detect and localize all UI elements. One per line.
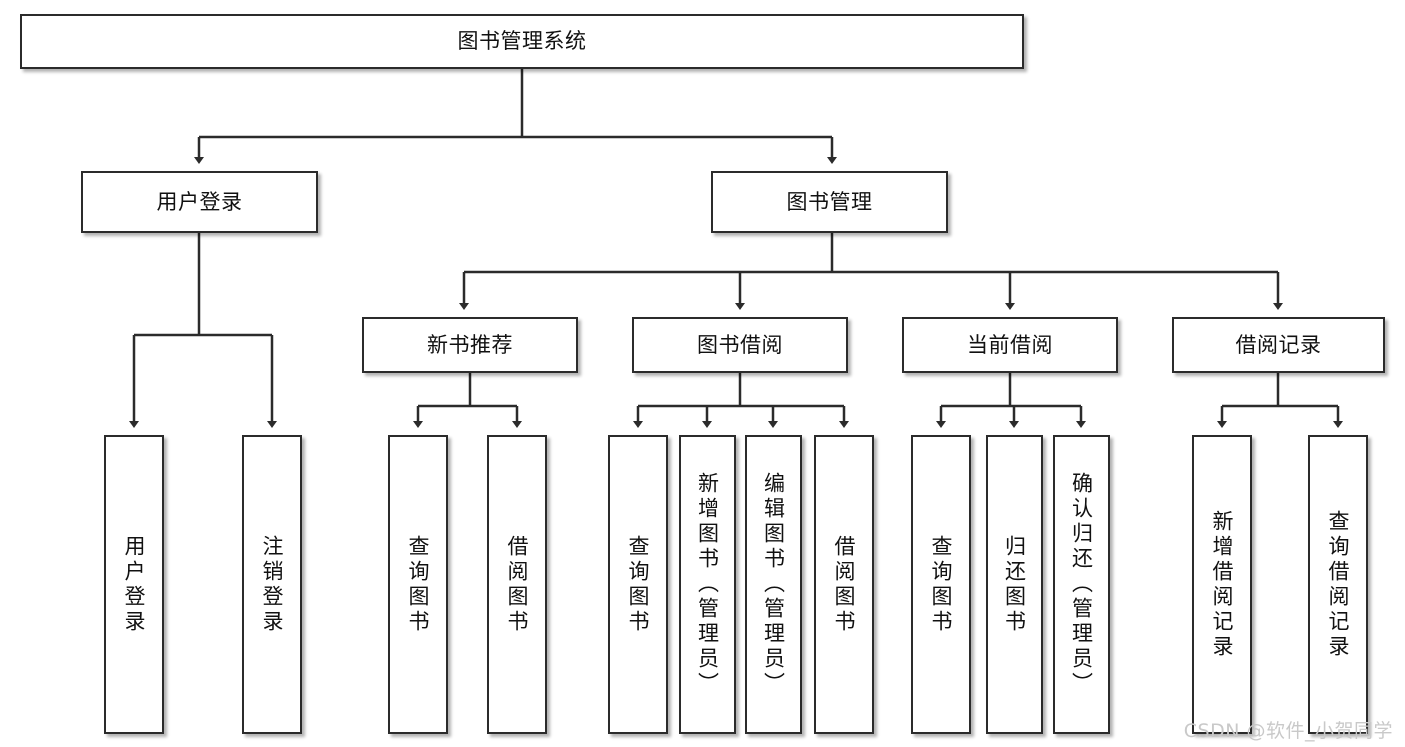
node-root[interactable]: 图书管理系统 (20, 14, 1024, 69)
node-leaf-query-borrow-record[interactable]: 查询借阅记录 (1308, 435, 1368, 734)
node-borrow-record[interactable]: 借阅记录 (1172, 317, 1385, 373)
node-leaf-borrow-book-recommend[interactable]: 借阅图书 (487, 435, 547, 734)
node-book-borrow-label: 图书借阅 (697, 332, 783, 357)
node-leaf-edit-book-label: 编辑图书（管理员） (761, 472, 786, 697)
node-new-book-recommend[interactable]: 新书推荐 (362, 317, 578, 373)
node-leaf-logout[interactable]: 注销登录 (242, 435, 302, 734)
node-leaf-user-login-label: 用户登录 (122, 534, 147, 635)
node-leaf-query-borrow-record-label: 查询借阅记录 (1326, 509, 1351, 660)
node-leaf-edit-book[interactable]: 编辑图书（管理员） (745, 435, 802, 734)
node-leaf-borrow-book-label: 借阅图书 (832, 534, 857, 635)
node-leaf-query-book-current-label: 查询图书 (929, 534, 954, 635)
node-borrow-record-label: 借阅记录 (1235, 332, 1322, 357)
node-leaf-return-book[interactable]: 归还图书 (986, 435, 1043, 734)
node-leaf-confirm-return[interactable]: 确认归还（管理员） (1053, 435, 1110, 734)
node-leaf-return-book-label: 归还图书 (1002, 534, 1027, 635)
node-leaf-query-book-current[interactable]: 查询图书 (911, 435, 971, 734)
node-leaf-user-login[interactable]: 用户登录 (104, 435, 164, 734)
node-leaf-add-borrow-record[interactable]: 新增借阅记录 (1192, 435, 1252, 734)
node-leaf-query-book-borrow-label: 查询图书 (626, 534, 651, 635)
node-leaf-logout-label: 注销登录 (260, 534, 285, 635)
node-leaf-borrow-book[interactable]: 借阅图书 (814, 435, 874, 734)
node-leaf-confirm-return-label: 确认归还（管理员） (1069, 472, 1094, 697)
node-book-borrow[interactable]: 图书借阅 (632, 317, 848, 373)
node-leaf-add-book-label: 新增图书（管理员） (695, 472, 720, 697)
node-leaf-query-book-borrow[interactable]: 查询图书 (608, 435, 668, 734)
watermark-text: CSDN @软件_小贺同学 (1183, 720, 1393, 742)
node-current-borrow[interactable]: 当前借阅 (902, 317, 1118, 373)
node-leaf-borrow-book-recommend-label: 借阅图书 (505, 534, 530, 635)
node-leaf-add-borrow-record-label: 新增借阅记录 (1210, 509, 1235, 660)
node-user-login[interactable]: 用户登录 (81, 171, 318, 233)
node-root-label: 图书管理系统 (457, 29, 587, 54)
node-leaf-query-book-recommend-label: 查询图书 (406, 534, 431, 635)
node-leaf-add-book[interactable]: 新增图书（管理员） (679, 435, 736, 734)
node-leaf-query-book-recommend[interactable]: 查询图书 (388, 435, 448, 734)
node-book-manage[interactable]: 图书管理 (711, 171, 948, 233)
node-book-manage-label: 图书管理 (786, 189, 873, 214)
node-new-book-recommend-label: 新书推荐 (427, 332, 513, 357)
node-current-borrow-label: 当前借阅 (967, 332, 1053, 357)
node-user-login-label: 用户登录 (156, 189, 243, 214)
